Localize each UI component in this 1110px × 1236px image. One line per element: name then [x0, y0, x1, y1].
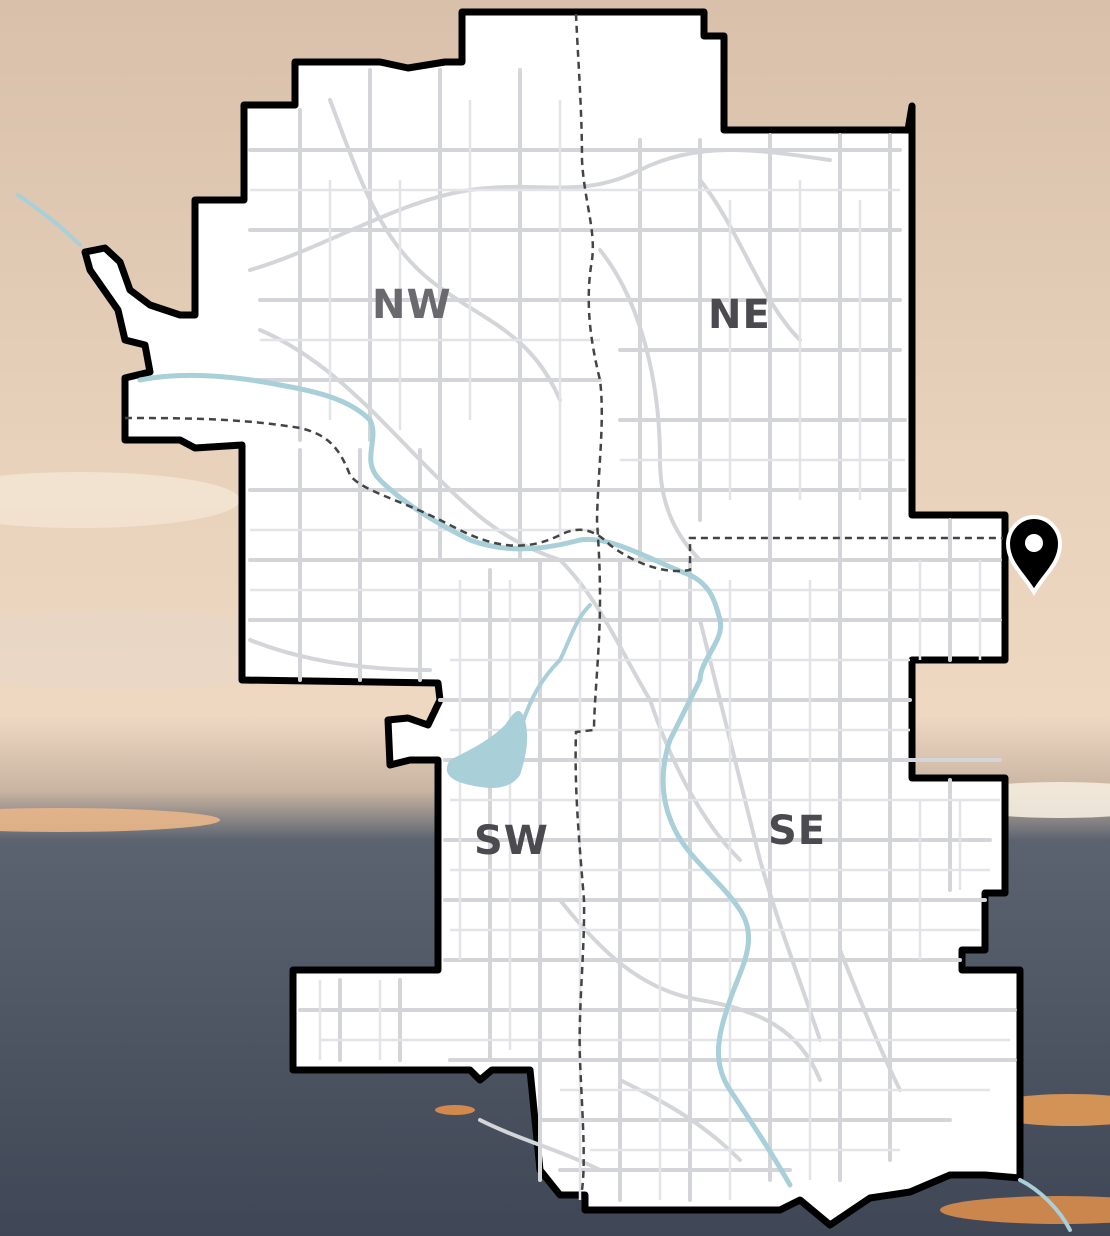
- quadrant-label-nw: NW: [372, 282, 452, 328]
- map-pin-icon[interactable]: [1005, 514, 1063, 596]
- reservoir: [446, 710, 528, 788]
- quadrant-label-se: SE: [768, 808, 827, 854]
- quadrant-dividers: [124, 13, 1003, 1191]
- quadrant-label-sw: SW: [474, 818, 549, 864]
- quadrant-label-ne: NE: [708, 292, 771, 338]
- minor-roads: [250, 100, 1010, 1200]
- road-network: [248, 68, 1017, 1202]
- rivers: [16, 193, 1072, 1232]
